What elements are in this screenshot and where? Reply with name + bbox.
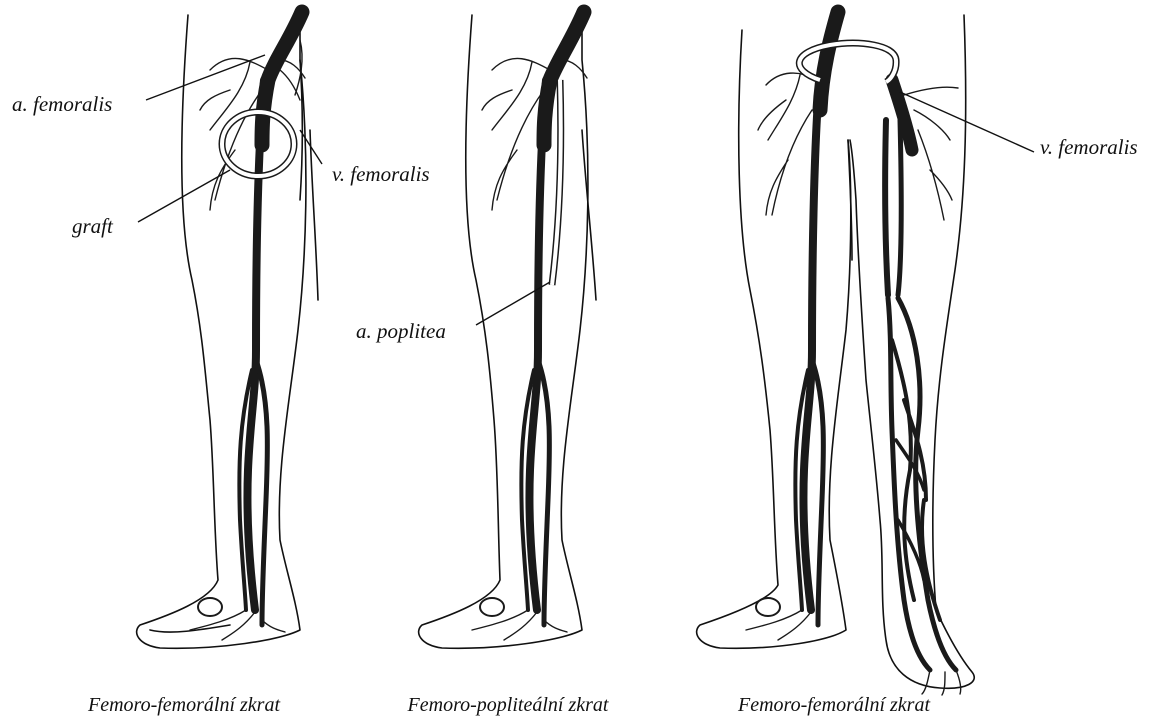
- leg-3-graft: [799, 43, 896, 82]
- leg-1-outline: [137, 15, 318, 648]
- captions: Femoro-femorální zkrat Femoro-popliteáln…: [87, 694, 930, 716]
- caption-2: Femoro-popliteální zkrat: [407, 694, 609, 716]
- leg-2-vessels: [472, 12, 587, 640]
- leader-v-femoralis-right: [900, 92, 1034, 152]
- label-graft: graft: [72, 214, 114, 238]
- leg-1-vessels: [190, 12, 305, 640]
- labels: a. femoralis v. femoralis graft a. popli…: [12, 92, 1138, 343]
- leg-3-left-outline: [697, 30, 851, 648]
- caption-3: Femoro-femorální zkrat: [737, 694, 930, 716]
- leg-3-left-vessels: [746, 12, 838, 640]
- leg-3-right-vessels: [885, 80, 961, 695]
- label-a-femoralis: a. femoralis: [12, 92, 112, 116]
- leg-2-graft: [552, 80, 561, 285]
- leg-1: [137, 12, 318, 648]
- leader-a-femoralis: [146, 55, 265, 100]
- label-v-femoralis-right: v. femoralis: [1040, 135, 1138, 159]
- caption-1: Femoro-femorální zkrat: [87, 694, 280, 716]
- leg-3-left: [697, 12, 851, 648]
- label-a-poplitea: a. poplitea: [356, 319, 446, 343]
- label-v-femoralis-left: v. femoralis: [332, 162, 430, 186]
